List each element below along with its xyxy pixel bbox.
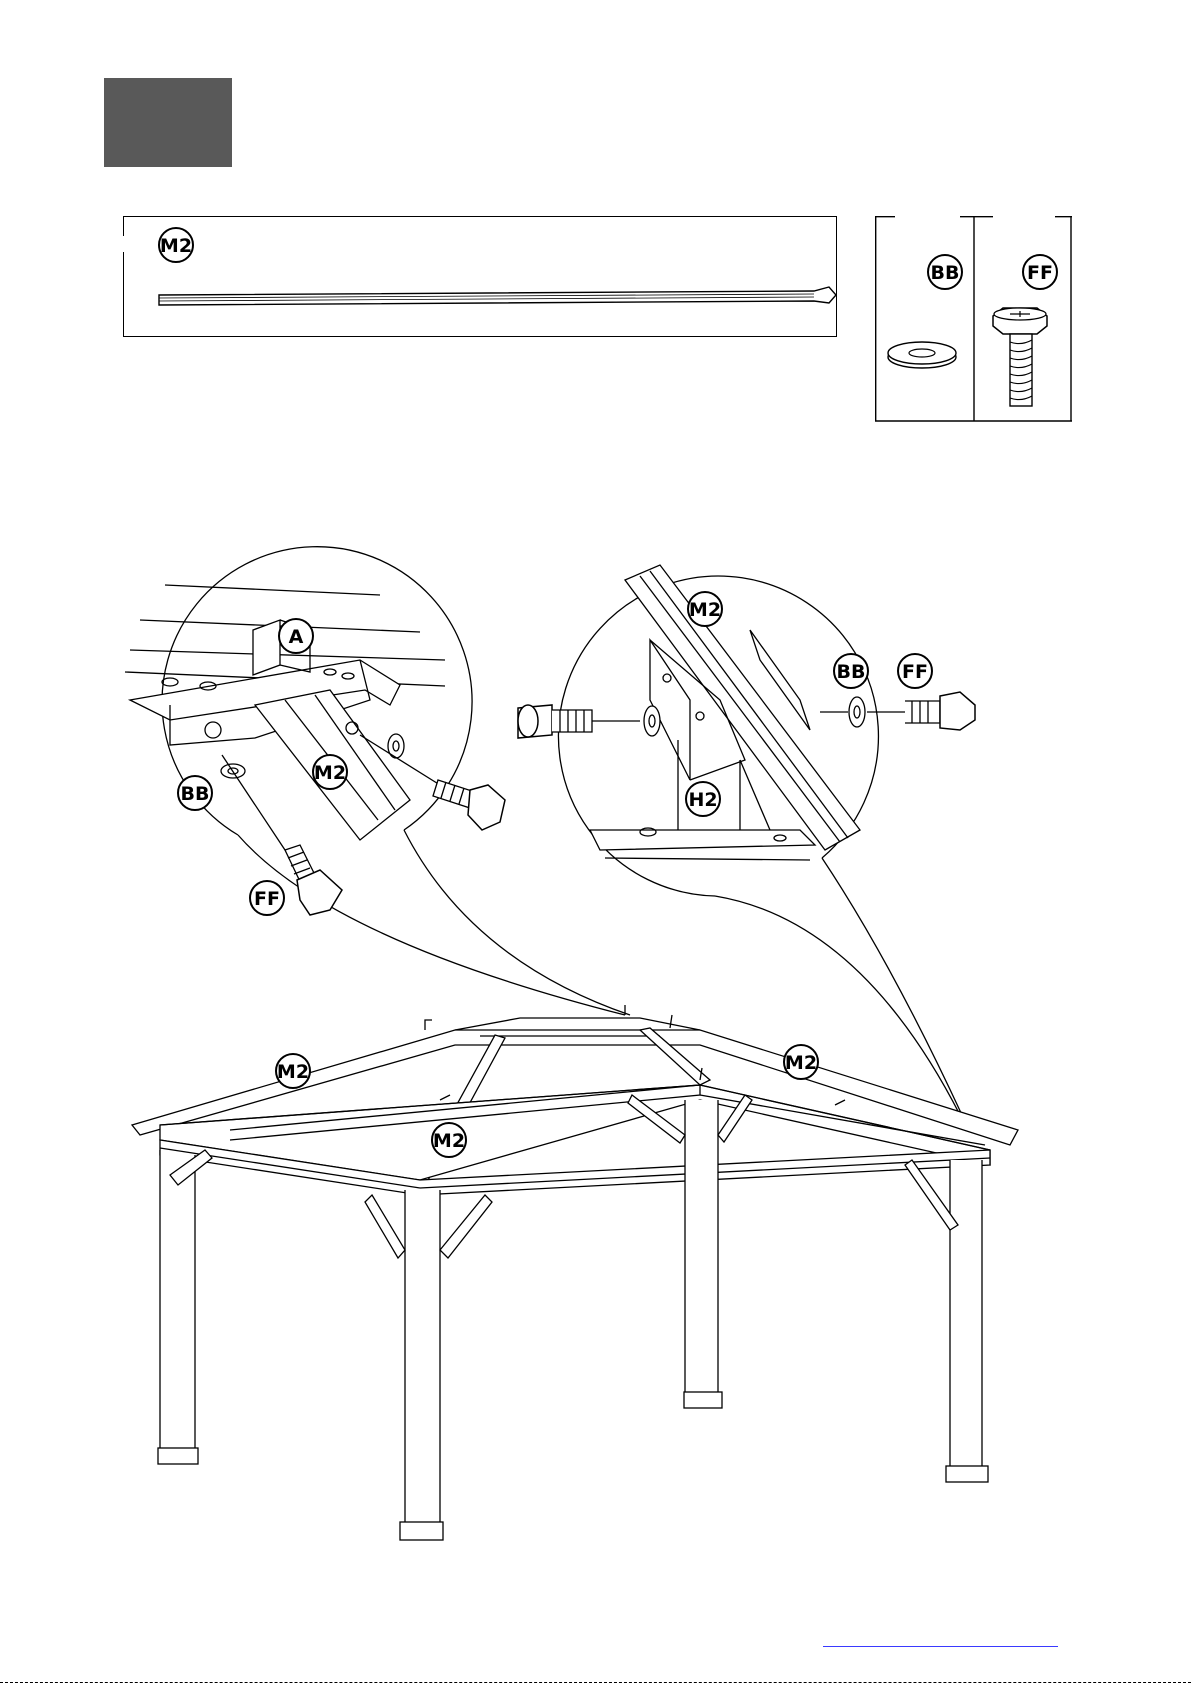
detail-left-washer-tag: BB	[181, 783, 210, 805]
gazebo-rafter-tag-front: M2	[433, 1130, 465, 1152]
parts-box: M2	[123, 216, 837, 337]
detail-right-bolt-tag: FF	[902, 661, 928, 683]
detail-right-washer-tag: BB	[837, 661, 866, 683]
footer-link-underline[interactable]	[823, 1646, 1058, 1647]
parts-box-notch	[119, 236, 127, 252]
gazebo-frame	[132, 1005, 1018, 1540]
washer-tag-bb: BB	[931, 262, 960, 284]
step-number-block	[104, 78, 232, 167]
part-tag-m2: M2	[160, 235, 192, 257]
bolt-tag-ff: FF	[1027, 262, 1053, 284]
detail-circle-right	[518, 565, 975, 1115]
detail-right-beam-tag: M2	[689, 599, 721, 621]
page-bottom-rule	[0, 1682, 1191, 1683]
detail-left-bolt-tag: FF	[254, 888, 280, 910]
gazebo-rafter-tag-left: M2	[277, 1061, 309, 1083]
bolt-icon	[993, 308, 1047, 406]
washer-icon	[888, 342, 956, 368]
gazebo-rafter-tag-right: M2	[785, 1052, 817, 1074]
detail-right-post-tag: H2	[688, 789, 717, 811]
bracket-tag-a: A	[289, 626, 304, 648]
label-tags: A M2 BB FF M2 BB FF H2 M2 M2 M2	[178, 592, 932, 1157]
detail-left-beam-tag: M2	[314, 762, 346, 784]
hardware-box: BB FF	[875, 216, 1072, 422]
rafter-part-drawing: M2	[124, 217, 838, 338]
detail-circle-left	[125, 547, 630, 1015]
